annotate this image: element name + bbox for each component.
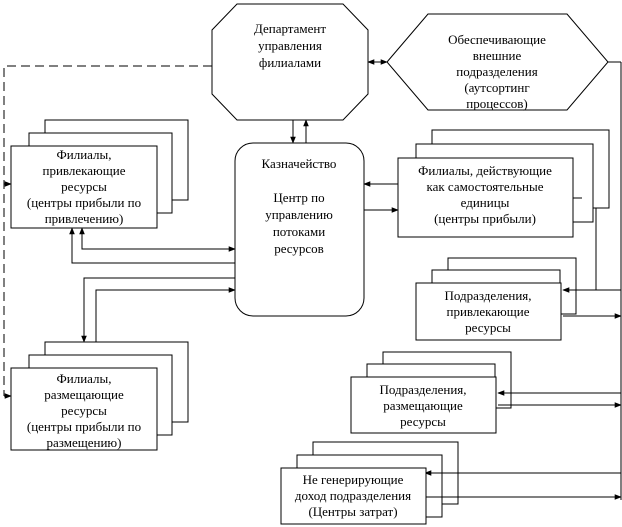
outsourcing-line-4: (аутсортинг (464, 80, 529, 95)
treasury-branches-attract-link (69, 227, 236, 264)
branches-independent-line-2: как самостоятельные (426, 179, 543, 194)
branches-attract-line-5: привлечению) (45, 211, 124, 226)
cost-centers-line-2: доход подразделения (295, 488, 411, 503)
branches-independent-line-1: Филиалы, действующие (418, 163, 552, 178)
branches-attract-line-1: Филиалы, (56, 147, 111, 162)
branches-place-line-5: размещению) (47, 435, 122, 450)
units-attract-line-1: Подразделения, (444, 288, 531, 303)
dashed-control-line (3, 65, 212, 399)
department-node: Департамент управления филиалами (211, 3, 369, 121)
department-treasury-link (290, 119, 309, 144)
units-attract-line-2: привлекающие (447, 304, 530, 319)
treasury-line-1: Центр по (273, 190, 324, 205)
cost-centers-line-3: (Центры затрат) (308, 504, 397, 519)
cost-centers-node: Не генерирующие доход подразделения (Цен… (280, 467, 427, 525)
units-place-node: Подразделения, размещающие ресурсы (350, 376, 497, 434)
units-attract-node: Подразделения, привлекающие ресурсы (415, 282, 562, 341)
outsourcing-line-3: подразделения (456, 64, 537, 79)
branches-independent-node: Филиалы, действующие как самостоятельные… (397, 157, 574, 238)
branches-place-line-2: размещающие (44, 387, 124, 402)
outsourcing-line-5: процессов) (466, 96, 528, 111)
branches-attract-node: Филиалы, привлекающие ресурсы (центры пр… (10, 145, 158, 229)
treasury-line-3: потоками (273, 224, 325, 239)
department-line-2: управления (258, 38, 322, 53)
branches-place-line-4: (центры прибыли по (27, 419, 141, 434)
branches-place-line-1: Филиалы, (56, 371, 111, 386)
branches-attract-line-4: (центры прибыли по (27, 195, 141, 210)
units-place-line-3: ресурсы (400, 414, 446, 429)
department-line-1: Департамент (254, 21, 326, 36)
outsourcing-line-2: внешние (473, 48, 522, 63)
treasury-line-4: ресурсов (274, 241, 324, 256)
treasury-line-2: управлению (265, 207, 333, 222)
outsourcing-line-1: Обеспечивающие (448, 32, 546, 47)
cost-centers-line-1: Не генерирующие (303, 472, 404, 487)
outsourcing-node: Обеспечивающие внешние подразделения (ау… (386, 13, 609, 111)
units-place-line-2: размещающие (383, 398, 463, 413)
branches-place-node: Филиалы, размещающие ресурсы (центры при… (10, 367, 158, 451)
department-line-3: филиалами (259, 55, 321, 70)
branches-place-line-3: ресурсы (61, 403, 107, 418)
treasury-branches-place-link (81, 277, 236, 343)
right-bus-lines (424, 61, 622, 500)
treasury-branches-independent-link (363, 181, 399, 213)
branches-independent-line-3: единицы (461, 195, 510, 210)
branches-attract-line-3: ресурсы (61, 179, 107, 194)
branches-attract-line-2: привлекающие (43, 163, 126, 178)
units-place-line-1: Подразделения, (379, 382, 466, 397)
branches-independent-line-4: (центры прибыли) (434, 211, 536, 226)
treasury-title: Казначейство (262, 156, 337, 171)
units-attract-line-3: ресурсы (465, 320, 511, 335)
treasury-node: Казначейство Центр по управлению потокам… (234, 142, 365, 317)
